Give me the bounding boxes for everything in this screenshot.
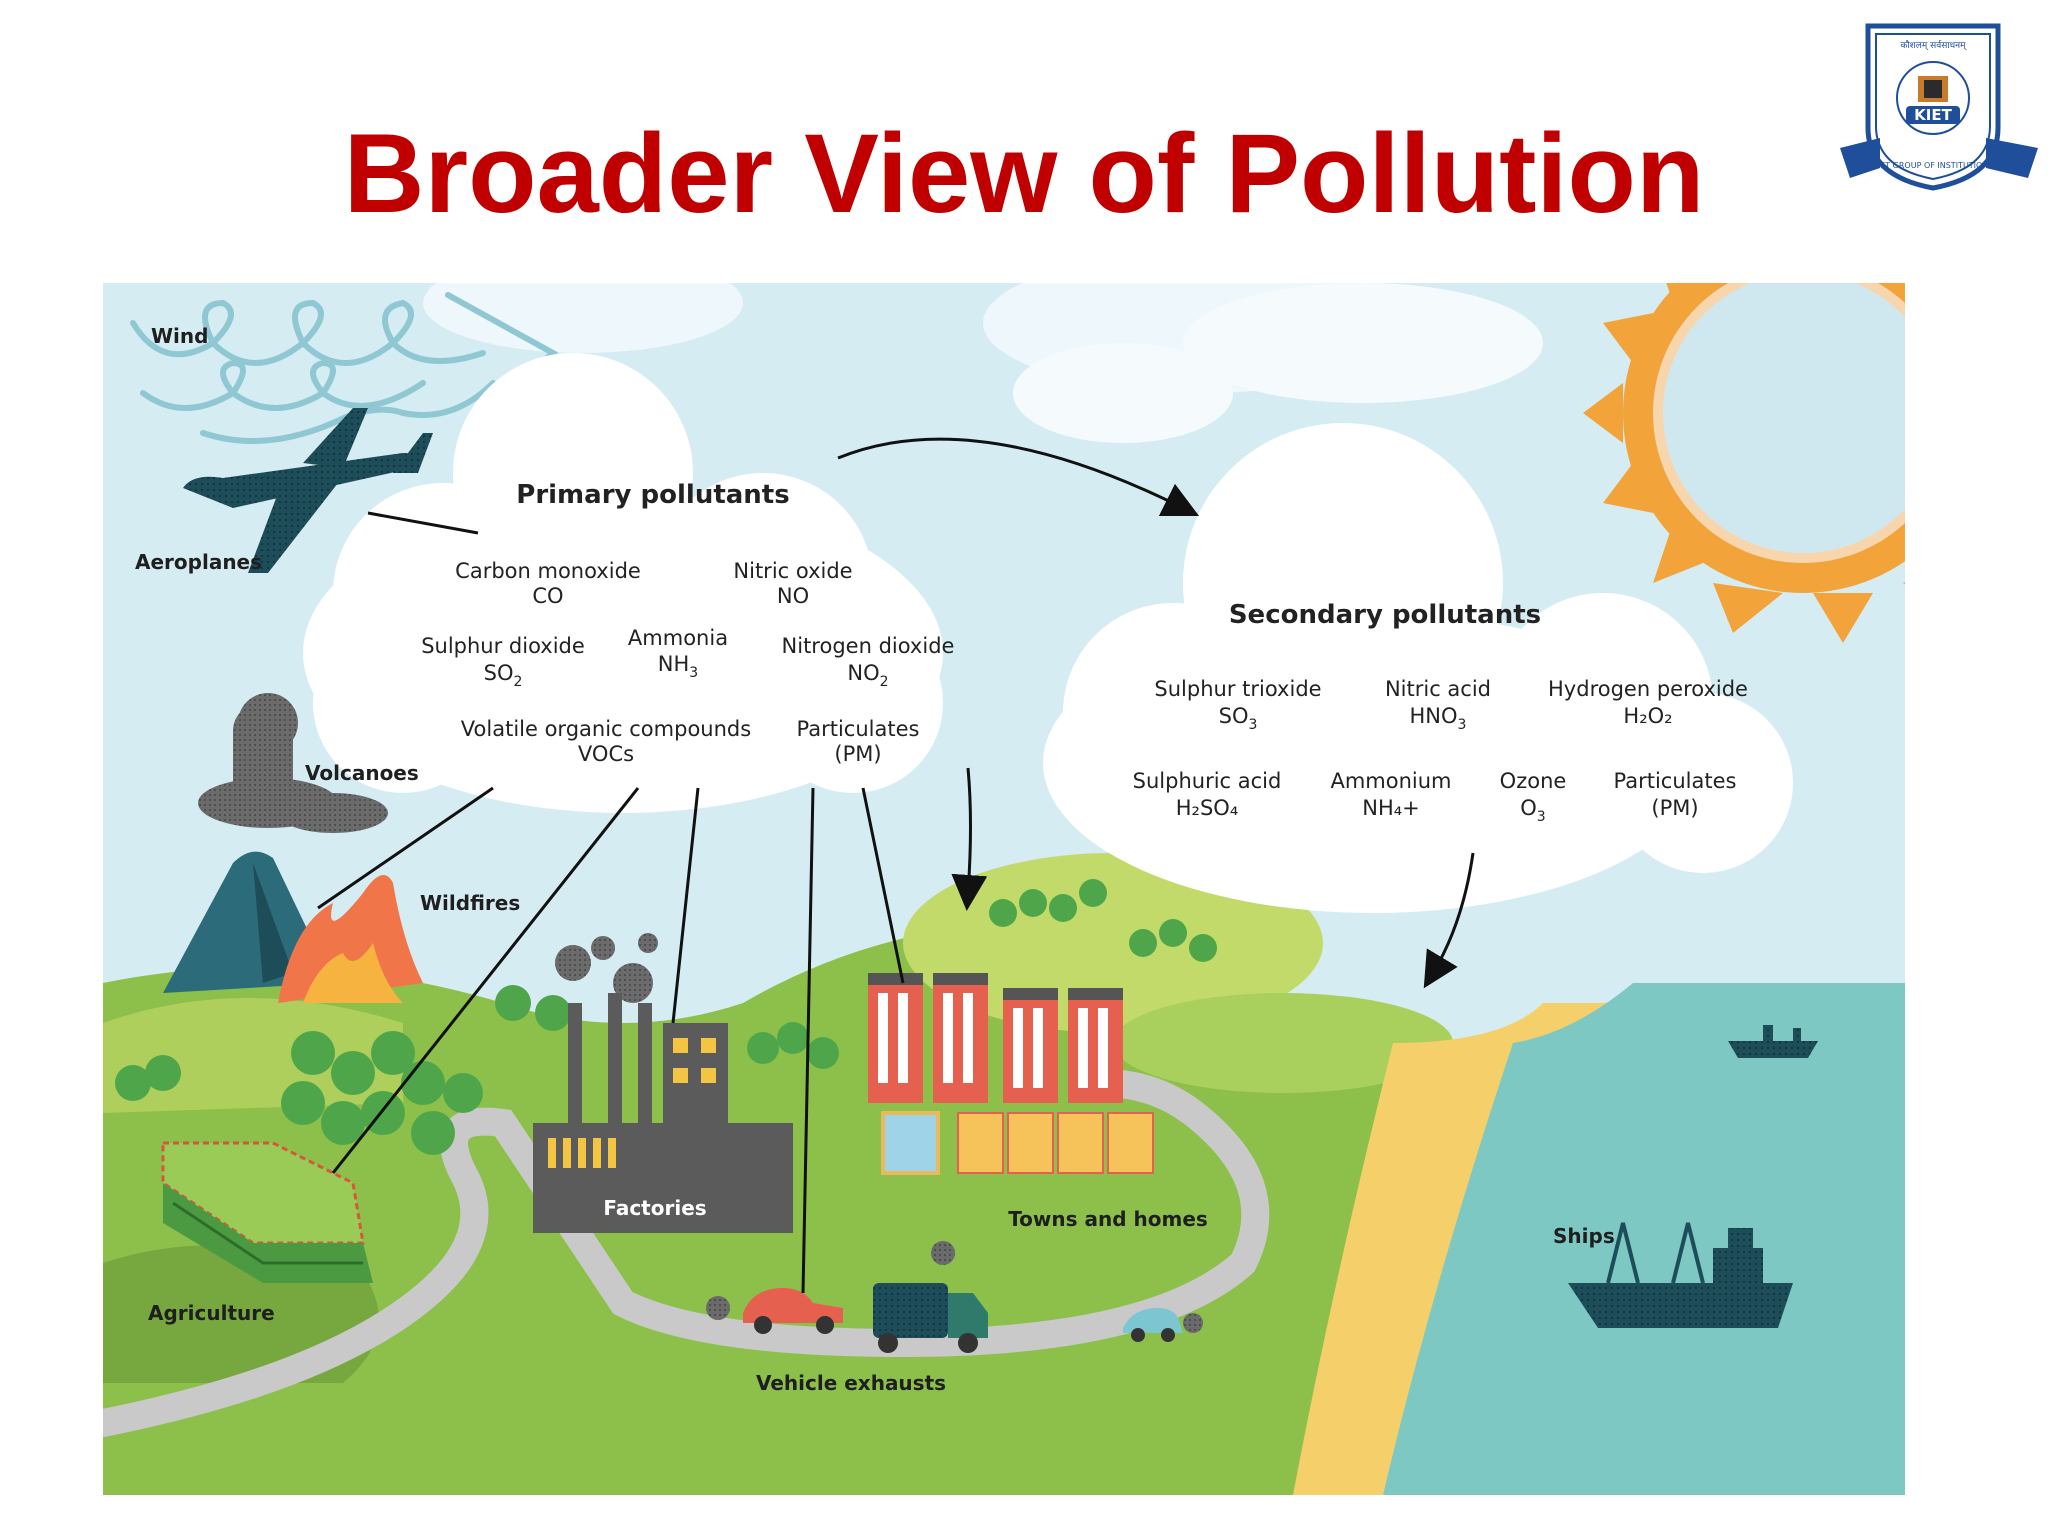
primary-item: Ammonia NH3 <box>628 626 728 681</box>
secondary-item: Nitric acid HNO3 <box>1385 677 1491 733</box>
label-aeroplanes: Aeroplanes <box>135 550 262 574</box>
road <box>103 1069 1270 1437</box>
primary-item: Volatile organic compounds VOCs <box>461 717 751 766</box>
primary-item: Particulates (PM) <box>797 717 920 766</box>
label-towns: Towns and homes <box>1008 1207 1208 1231</box>
svg-text:NH₄+: NH₄+ <box>1362 796 1420 820</box>
label-wildfires: Wildfires <box>420 891 520 915</box>
svg-text:H₂O₂: H₂O₂ <box>1623 704 1672 728</box>
car-blue-icon <box>1123 1308 1203 1342</box>
svg-text:Ozone: Ozone <box>1500 769 1567 793</box>
primary-item: Sulphur dioxide SO2 <box>421 634 585 690</box>
page-title: Broader View of Pollution <box>343 111 1705 236</box>
logo-text: KIET <box>1914 106 1952 124</box>
pollution-diagram: Primary pollutants Carbon monoxide CO Ni… <box>103 283 1905 1495</box>
svg-text:Sulphuric acid: Sulphuric acid <box>1133 769 1282 793</box>
svg-text:Nitric acid: Nitric acid <box>1385 677 1491 701</box>
svg-text:SO3: SO3 <box>1219 704 1258 733</box>
kiet-logo: कौशलम् सर्वसाधनम् KIET KIET GROUP OF INS… <box>1840 23 2038 191</box>
svg-text:Sulphur dioxide: Sulphur dioxide <box>421 634 585 658</box>
label-volcanoes: Volcanoes <box>305 761 419 785</box>
svg-text:(PM): (PM) <box>1651 796 1698 820</box>
svg-text:(PM): (PM) <box>834 742 881 766</box>
label-wind: Wind <box>151 324 208 348</box>
secondary-item: Sulphuric acid H₂SO₄ <box>1133 769 1282 820</box>
svg-text:Volatile organic compounds: Volatile organic compounds <box>461 717 751 741</box>
svg-text:Nitrogen dioxide: Nitrogen dioxide <box>782 634 955 658</box>
svg-text:Hydrogen peroxide: Hydrogen peroxide <box>1548 677 1748 701</box>
svg-text:Nitric oxide: Nitric oxide <box>733 559 852 583</box>
secondary-item: Ozone O3 <box>1500 769 1567 825</box>
svg-text:Ammonia: Ammonia <box>628 626 728 650</box>
primary-item: Nitrogen dioxide NO2 <box>782 634 955 690</box>
svg-text:NH3: NH3 <box>658 652 698 681</box>
logo-ring-text: KIET GROUP OF INSTITUTIONS <box>1873 161 1994 170</box>
svg-text:Ammonium: Ammonium <box>1330 769 1451 793</box>
label-ships: Ships <box>1553 1224 1615 1248</box>
secondary-cloud <box>1043 423 1793 913</box>
label-agriculture: Agriculture <box>148 1301 275 1325</box>
secondary-item: Hydrogen peroxide H₂O₂ <box>1548 677 1748 728</box>
svg-text:H₂SO₄: H₂SO₄ <box>1176 796 1239 820</box>
secondary-heading: Secondary pollutants <box>1229 600 1541 630</box>
sun <box>1583 283 1905 643</box>
primary-cloud <box>303 353 943 813</box>
primary-item: Carbon monoxide CO <box>455 559 641 608</box>
wildfire-icon <box>278 875 423 1003</box>
primary-item: Nitric oxide NO <box>733 559 852 608</box>
label-factories: Factories <box>603 1196 706 1220</box>
svg-text:Particulates: Particulates <box>797 717 920 741</box>
svg-text:HNO3: HNO3 <box>1410 704 1467 733</box>
svg-text:SO2: SO2 <box>484 661 523 690</box>
factory-icon <box>533 933 793 1233</box>
label-vehicles: Vehicle exhausts <box>756 1371 946 1395</box>
towns-icon <box>868 973 1154 1175</box>
ship-icon <box>1568 1222 1793 1328</box>
primary-heading: Primary pollutants <box>516 480 789 510</box>
secondary-item: Sulphur trioxide SO3 <box>1154 677 1321 733</box>
secondary-item: Particulates (PM) <box>1614 769 1737 820</box>
svg-text:O3: O3 <box>1520 796 1545 825</box>
small-ship-icon <box>1728 1025 1818 1058</box>
svg-text:NO2: NO2 <box>847 661 888 690</box>
svg-text:NO: NO <box>777 584 809 608</box>
svg-text:CO: CO <box>532 584 563 608</box>
secondary-item: Ammonium NH₄+ <box>1330 769 1451 820</box>
svg-text:VOCs: VOCs <box>578 742 634 766</box>
logo-motto: कौशलम् सर्वसाधनम् <box>1900 39 1967 51</box>
truck-icon <box>873 1241 988 1353</box>
volcano-icon <box>163 693 388 993</box>
car-red-icon <box>706 1288 843 1334</box>
aeroplane-icon <box>183 408 433 573</box>
svg-text:Particulates: Particulates <box>1614 769 1737 793</box>
svg-text:Carbon monoxide: Carbon monoxide <box>455 559 641 583</box>
agriculture-icon <box>161 1141 373 1283</box>
svg-text:Sulphur trioxide: Sulphur trioxide <box>1154 677 1321 701</box>
